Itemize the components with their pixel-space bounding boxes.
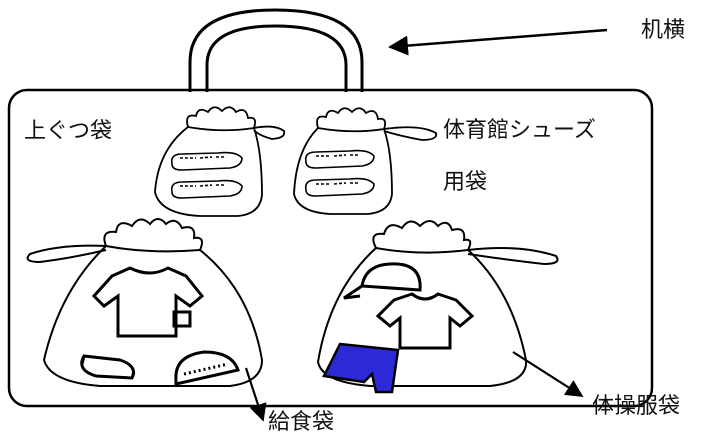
label-indoor-shoes-bag: 上ぐつ袋 <box>24 119 113 144</box>
bag-body <box>7 88 654 408</box>
label-gym-clothes-bag: 体操服袋 <box>592 394 681 419</box>
arrow-desk-side <box>388 28 608 56</box>
bag-handle-icon <box>188 8 364 92</box>
shorts-icon <box>322 342 400 394</box>
tshirt-icon <box>91 266 205 338</box>
shoes-icon <box>304 149 375 197</box>
shoes-icon <box>170 151 243 199</box>
drawstring-bag-icon <box>316 220 559 387</box>
cap-icon <box>343 262 422 300</box>
cap-icon <box>174 350 240 386</box>
drawstring-bag-icon <box>154 106 286 217</box>
mask-icon <box>80 354 136 380</box>
label-gym-shoes-bag-line1: 体育館シューズ <box>443 118 596 143</box>
label-desk-side: 机横 <box>641 18 686 43</box>
arrow-lunch-bag <box>244 367 267 422</box>
label-lunch-bag: 給食袋 <box>268 410 335 435</box>
label-gym-shoes-bag-line2: 用袋 <box>443 170 488 195</box>
drawstring-bag-icon <box>26 218 264 387</box>
tshirt-icon <box>375 292 475 350</box>
drawstring-bag-icon <box>293 107 438 215</box>
arrow-gym-clothes-bag <box>512 351 584 397</box>
